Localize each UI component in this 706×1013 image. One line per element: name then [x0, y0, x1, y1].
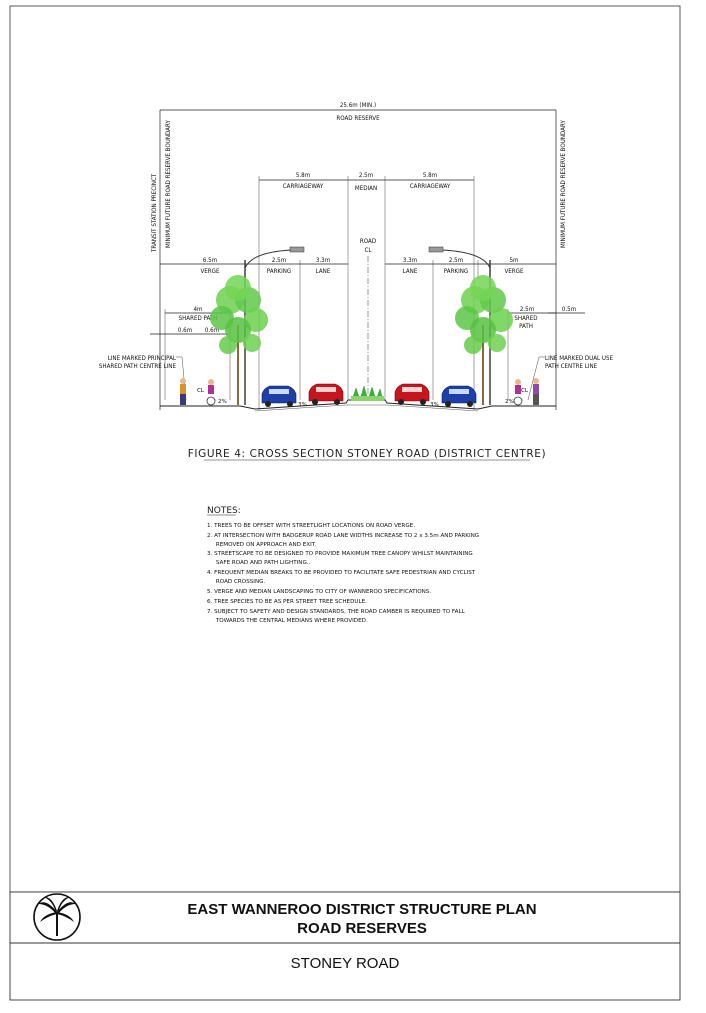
road-reserve-width: 25.6m (MIN.) — [340, 102, 376, 109]
right-lane-label: LANE — [403, 268, 418, 275]
left-lane-width: 3.3m — [316, 257, 330, 264]
note-line: ROAD CROSSING. — [207, 579, 265, 585]
road-base — [254, 404, 479, 412]
left-carriageway-width: 5.8m — [296, 172, 310, 179]
cyclist-right — [513, 379, 523, 406]
left-line-note-2: SHARED PATH CENTRE LINE — [99, 363, 177, 370]
left-parking-width: 2.5m — [272, 257, 286, 264]
left-lane-label: LANE — [316, 268, 331, 275]
note-line: 3. STREETSCAPE TO BE DESIGNED TO PROVIDE… — [207, 551, 473, 557]
title-block-line-2: ROAD RESERVES — [297, 920, 427, 937]
right-boundary-label: MINIMUM FUTURE ROAD RESERVE BOUNDARY — [560, 120, 567, 248]
note-line: 6. TREE SPECIES TO BE AS PER STREET TREE… — [207, 599, 367, 605]
note-line: TOWARDS THE CENTRAL MEDIANS WHERE PROVID… — [207, 618, 368, 624]
title-block-border — [9, 891, 681, 1001]
slope-right-path: 2% — [505, 399, 514, 405]
note-line: REMOVED ON APPROACH AND EXIT. — [207, 542, 317, 548]
right-line-note-2: PATH CENTRE LINE — [545, 363, 598, 370]
right-path-width: 2.5m — [520, 306, 534, 313]
right-line-note-1: LINE MARKED DUAL USE — [545, 355, 614, 362]
right-path-label-1: SHARED — [514, 315, 537, 322]
notes-title: NOTES: — [207, 506, 241, 516]
city-logo — [33, 893, 81, 941]
left-path-width: 4m — [194, 306, 203, 313]
left-verge-label: VERGE — [200, 268, 220, 275]
left-offset-b: 0.6m — [205, 327, 219, 334]
left-line-note-1: LINE MARKED PRINCIPAL — [108, 355, 177, 362]
left-verge-width: 6.5m — [203, 257, 217, 264]
right-offset: 0.5m — [562, 306, 576, 313]
pedestrian-right — [533, 378, 539, 405]
cross-section: 25.6m (MIN.) ROAD RESERVE 5.8m CARRIAGEW… — [99, 102, 614, 412]
left-parking-label: PARKING — [267, 268, 291, 275]
cl-left: CL — [197, 388, 205, 394]
cyclist-left — [206, 379, 216, 406]
right-parking-width: 2.5m — [449, 257, 463, 264]
left-boundary-label-1: TRANSIT STATION PRECINCT — [151, 173, 158, 253]
note-line: 5. VERGE AND MEDIAN LANDSCAPING TO CITY … — [207, 589, 431, 595]
median-planting — [351, 385, 384, 401]
road-reserve-label: ROAD RESERVE — [336, 115, 380, 122]
median-label: MEDIAN — [355, 185, 377, 192]
left-carriageway-label: CARRIAGEWAY — [283, 183, 324, 190]
drawing-border — [9, 5, 681, 893]
car-left-lane — [308, 383, 344, 405]
car-right-parking — [441, 385, 477, 407]
right-line-leader — [527, 356, 545, 401]
car-right-lane — [394, 383, 430, 405]
road-cl-label-2: CL — [365, 247, 373, 254]
median-width: 2.5m — [359, 172, 373, 179]
left-boundary-label-2: MINIMUM FUTURE ROAD RESERVE BOUNDARY — [165, 120, 172, 248]
note-line: 2. AT INTERSECTION WITH BADGERUP ROAD LA… — [207, 533, 479, 539]
right-carriageway-label: CARRIAGEWAY — [410, 183, 451, 190]
title-block-line-1: EAST WANNEROO DISTRICT STRUCTURE PLAN — [187, 901, 536, 918]
tree-left — [210, 275, 268, 405]
note-line: 1. TREES TO BE OFFSET WITH STREETLIGHT L… — [207, 523, 415, 529]
right-parking-label: PARKING — [444, 268, 468, 275]
slope-left-road: 3% — [298, 402, 307, 408]
road-cl-label-1: ROAD — [360, 238, 376, 245]
tree-right — [455, 275, 513, 405]
figure-caption: FIGURE 4: CROSS SECTION STONEY ROAD (DIS… — [188, 448, 546, 460]
left-path-label: SHARED PATH — [179, 315, 218, 322]
note-line: 4. FREQUENT MEDIAN BREAKS TO BE PROVIDED… — [207, 570, 476, 576]
notes-list: 1. TREES TO BE OFFSET WITH STREETLIGHT L… — [207, 523, 479, 624]
pedestrian-left — [180, 378, 186, 405]
left-offset-a: 0.6m — [178, 327, 192, 334]
note-line: SAFE ROAD AND PATH LIGHTING.. — [207, 560, 311, 566]
road-name: STONEY ROAD — [291, 955, 400, 972]
slope-right-road: 3% — [430, 402, 439, 408]
right-verge-width: 5m — [510, 257, 519, 264]
right-carriageway-width: 5.8m — [423, 172, 437, 179]
cl-right: CL — [521, 388, 529, 394]
right-path-label-2: PATH — [519, 323, 533, 330]
slope-left-path: 2% — [218, 399, 227, 405]
car-left-parking — [261, 385, 297, 407]
right-verge-label: VERGE — [504, 268, 524, 275]
right-lane-width: 3.3m — [403, 257, 417, 264]
note-line: 7. SUBJECT TO SAFETY AND DESIGN STANDARD… — [207, 609, 466, 615]
